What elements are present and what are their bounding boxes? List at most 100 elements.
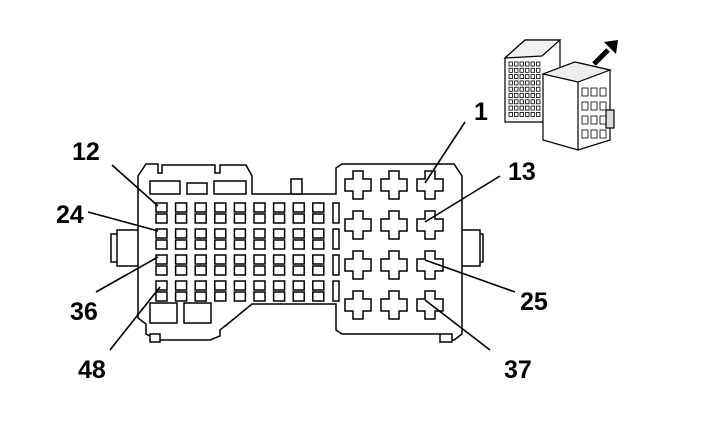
- thumb-cavity: [530, 93, 535, 98]
- thumb-cavity: [525, 86, 530, 92]
- large-cavity: [344, 250, 372, 280]
- thumb-cavity: [508, 80, 513, 86]
- label-pin-36: 36: [70, 298, 98, 326]
- top-slot-1: [149, 180, 181, 195]
- small-cavity: [272, 254, 286, 276]
- thumb-large-cavity: [590, 115, 598, 125]
- small-cavity: [272, 202, 286, 224]
- small-cavity: [214, 280, 227, 302]
- thumb-cavity: [536, 80, 541, 86]
- small-cavity: [233, 280, 247, 302]
- small-cavity: [174, 254, 188, 276]
- thumb-cavity: [508, 61, 513, 67]
- thumb-cavity: [525, 99, 530, 105]
- small-cavity: [194, 280, 207, 302]
- small-cavity: [253, 228, 266, 250]
- small-cavity: [194, 228, 207, 250]
- small-cavity: [155, 202, 168, 224]
- separator-slot: [332, 280, 340, 302]
- thumb-cavity: [514, 93, 519, 98]
- thumb-large-cavity: [599, 87, 607, 97]
- small-cavity: [253, 202, 266, 224]
- small-cavity: [155, 254, 168, 276]
- thumb-cavity: [514, 112, 519, 117]
- small-cavity: [272, 280, 286, 302]
- bottom-tab-right: [439, 333, 453, 343]
- label-pin-37: 37: [504, 356, 532, 384]
- top-slot-3: [213, 180, 247, 195]
- thumb-cavity: [530, 74, 535, 79]
- thumb-cavity: [508, 86, 513, 92]
- thumb-cavity: [519, 86, 524, 92]
- arrow-up-right-icon: [592, 40, 618, 66]
- leader-13: [424, 175, 501, 223]
- label-pin-1: 1: [474, 98, 488, 126]
- label-pin-25: 25: [520, 288, 548, 316]
- thumb-large-cavity: [581, 115, 589, 125]
- small-cavity: [174, 228, 188, 250]
- small-cavity: [292, 228, 305, 250]
- thumb-cavity: [514, 74, 519, 79]
- small-cavity: [253, 280, 266, 302]
- thumb-large-cavity: [581, 129, 589, 139]
- small-cavity: [312, 254, 325, 276]
- thumb-cavity: [519, 80, 524, 86]
- small-cavity: [214, 254, 227, 276]
- small-cavity: [292, 280, 305, 302]
- leader-lines: [87, 121, 516, 351]
- thumb-large-cavity: [581, 101, 589, 111]
- thumb-large-cavity: [599, 115, 607, 125]
- thumb-cavity: [514, 86, 519, 92]
- thumb-cavity: [536, 93, 541, 98]
- thumb-large-cavity: [599, 101, 607, 111]
- label-pin-13: 13: [508, 158, 536, 186]
- large-cavity: [380, 170, 408, 200]
- leader-24: [87, 211, 159, 232]
- thumb-cavity: [536, 99, 541, 105]
- separator-slot: [332, 202, 340, 224]
- large-cavity: [380, 210, 408, 240]
- small-cavity: [292, 254, 305, 276]
- leader-25: [424, 259, 516, 293]
- thumb-cavity: [525, 112, 530, 117]
- leader-36: [95, 256, 159, 293]
- thumb-cavity: [536, 74, 541, 79]
- thumb-cavity: [519, 67, 524, 73]
- large-cavity: [344, 210, 372, 240]
- small-cavity: [214, 228, 227, 250]
- thumb-cavity: [514, 99, 519, 105]
- thumb-cavity: [525, 67, 530, 73]
- leader-12: [111, 164, 159, 207]
- thumb-cavity: [525, 80, 530, 86]
- thumb-cavity: [514, 80, 519, 86]
- small-cavity: [312, 202, 325, 224]
- label-pin-48: 48: [78, 356, 106, 384]
- separator-slot: [332, 254, 340, 276]
- large-cavity: [416, 170, 444, 200]
- small-cavity: [272, 228, 286, 250]
- small-cavity: [233, 202, 247, 224]
- connector-face: [110, 163, 484, 343]
- thumb-cavity: [530, 67, 535, 73]
- thumb-cavity: [530, 112, 535, 117]
- thumb-large-cavity: [590, 129, 598, 139]
- thumb-cavity: [508, 67, 513, 73]
- thumb-cavity: [530, 105, 535, 111]
- thumb-cavity: [530, 61, 535, 67]
- thumb-cavity: [508, 105, 513, 111]
- thumb-large-cavity: [581, 87, 589, 97]
- thumb-cavity: [519, 112, 524, 117]
- bottom-slot-1: [149, 302, 178, 324]
- thumb-cavity: [530, 86, 535, 92]
- thumb-cavity: [508, 112, 513, 117]
- thumb-cavity: [514, 105, 519, 111]
- thumb-cavity: [508, 74, 513, 79]
- small-cavity: [194, 202, 207, 224]
- large-cavity: [416, 290, 444, 320]
- small-cavity: [214, 202, 227, 224]
- thumb-cavity: [508, 93, 513, 98]
- label-pin-24: 24: [56, 201, 84, 229]
- large-cavity: [344, 290, 372, 320]
- bottom-tab-left: [149, 333, 161, 343]
